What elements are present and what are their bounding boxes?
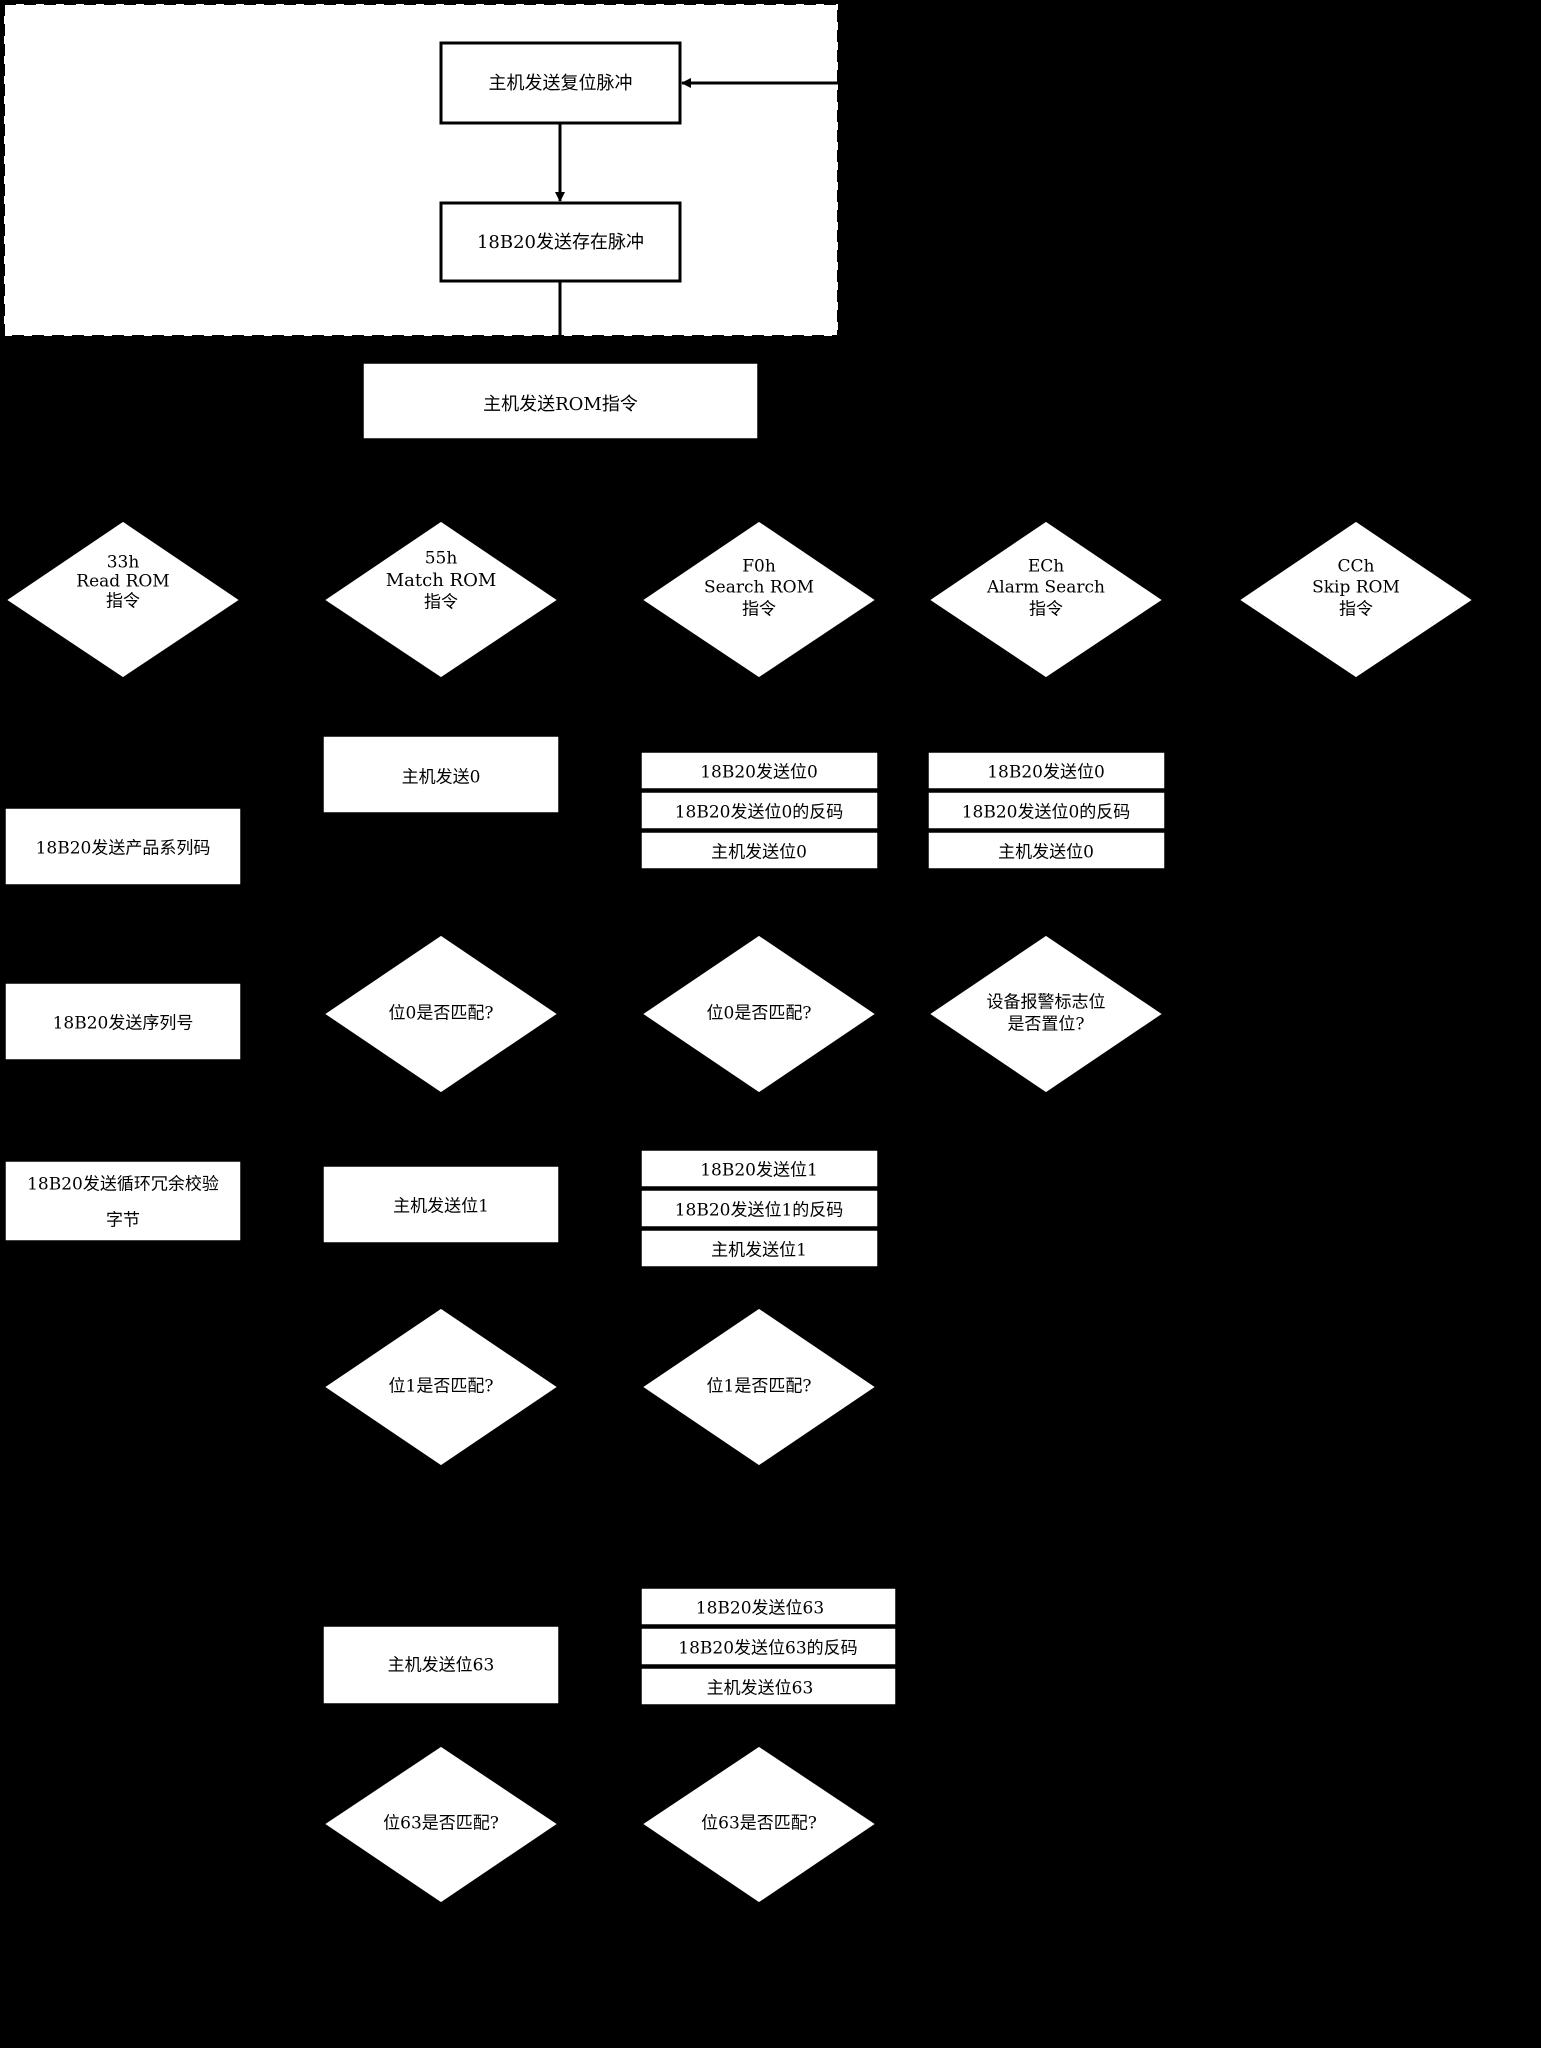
rom-command-label: 主机发送ROM指令 <box>483 394 638 415</box>
alarm-search-code: ECh <box>1028 557 1064 577</box>
search-bit0-send-cell <box>640 751 879 790</box>
decision-skip-rom: CCh Skip ROM 指令 <box>1237 520 1475 679</box>
match-bit1-decision: 位1是否匹配? <box>322 1307 560 1467</box>
read-rom-code: 33h <box>107 553 140 573</box>
presence-pulse-label: 18B20发送存在脉冲 <box>477 232 644 253</box>
alarm-flag-label-line2: 是否置位? <box>1007 1015 1084 1035</box>
read-rom-suffix: 指令 <box>106 592 140 612</box>
search-bit0-label: 位0是否匹配? <box>707 1004 812 1024</box>
initialization-panel <box>3 3 839 337</box>
presence-pulse-node: 18B20发送存在脉冲 <box>439 201 682 283</box>
decision-search-rom: F0h Search ROM 指令 <box>640 520 878 679</box>
search-bit0-decision: 位0是否匹配? <box>640 934 878 1094</box>
alarm-bit0-send: 18B20发送位0 <box>987 763 1105 783</box>
alarm-bit0-complement: 18B20发送位0的反码 <box>962 803 1131 823</box>
search-bit0-group: 18B20发送位0 18B20发送位0的反码 主机发送位0 <box>640 751 879 870</box>
decision-alarm-search: ECh Alarm Search 指令 <box>927 520 1165 679</box>
search-bit0-host-cell <box>640 831 879 870</box>
crc-byte-node: 18B20发送循环冗余校验 字节 <box>4 1160 242 1242</box>
alarm-search-suffix: 指令 <box>1029 600 1063 620</box>
alarm-bit0-send-cell <box>927 751 1166 790</box>
serial-number-label: 18B20发送序列号 <box>53 1014 194 1034</box>
family-code-label: 18B20发送产品系列码 <box>36 839 211 859</box>
skip-rom-name: Skip ROM <box>1312 578 1400 598</box>
skip-rom-suffix: 指令 <box>1339 600 1373 620</box>
search-bit1-host-cell <box>640 1229 879 1268</box>
search-bit1-complement: 18B20发送位1的反码 <box>675 1201 844 1221</box>
alarm-search-name: Alarm Search <box>986 578 1105 598</box>
read-rom-name: Read ROM <box>76 572 169 592</box>
search-bit63-label: 位63是否匹配? <box>701 1814 817 1834</box>
search-bit0-send: 18B20发送位0 <box>700 763 818 783</box>
search-bit1-group: 18B20发送位1 18B20发送位1的反码 主机发送位1 <box>640 1149 879 1268</box>
match-bit0-decision: 位0是否匹配? <box>322 934 560 1094</box>
search-rom-code: F0h <box>742 557 776 577</box>
search-bit63-send: 18B20发送位63 <box>696 1599 824 1619</box>
search-bit63-complement: 18B20发送位63的反码 <box>678 1639 857 1659</box>
match-send-bit1-node: 主机发送位1 <box>322 1165 560 1244</box>
search-bit63-host: 主机发送位63 <box>707 1679 814 1699</box>
decision-read-rom: 33h Read ROM 指令 <box>4 520 242 679</box>
match-rom-suffix: 指令 <box>424 593 458 613</box>
match-rom-code: 55h <box>425 549 458 569</box>
search-bit63-complement-cell <box>640 1627 897 1666</box>
search-rom-name: Search ROM <box>704 578 814 598</box>
search-bit0-complement: 18B20发送位0的反码 <box>675 803 844 823</box>
match-send-bit0-label: 主机发送0 <box>402 768 481 788</box>
search-bit1-label: 位1是否匹配? <box>707 1377 812 1397</box>
alarm-bit0-group: 18B20发送位0 18B20发送位0的反码 主机发送位0 <box>927 751 1166 870</box>
match-rom-name: Match ROM <box>386 570 497 591</box>
match-bit1-label: 位1是否匹配? <box>389 1377 494 1397</box>
skip-rom-code: CCh <box>1338 557 1375 577</box>
crc-byte-label-line2: 字节 <box>106 1211 140 1231</box>
match-bit63-decision: 位63是否匹配? <box>322 1745 560 1904</box>
search-rom-suffix: 指令 <box>742 600 776 620</box>
crc-byte-label-line1: 18B20发送循环冗余校验 <box>27 1175 219 1195</box>
match-send-bit63-node: 主机发送位63 <box>322 1625 560 1705</box>
alarm-bit0-host-cell <box>927 831 1166 870</box>
search-bit63-host-cell <box>640 1667 897 1706</box>
search-bit0-host: 主机发送位0 <box>711 843 807 863</box>
match-bit63-label: 位63是否匹配? <box>383 1814 499 1834</box>
family-code-node: 18B20发送产品系列码 <box>4 807 242 886</box>
search-bit0-complement-cell <box>640 791 879 830</box>
decision-match-rom: 55h Match ROM 指令 <box>322 520 560 679</box>
search-bit1-decision: 位1是否匹配? <box>640 1307 878 1467</box>
match-send-bit0-node: 主机发送0 <box>322 735 560 814</box>
match-bit0-label: 位0是否匹配? <box>389 1004 494 1024</box>
search-bit1-send-cell <box>640 1149 879 1188</box>
match-send-bit1-label: 主机发送位1 <box>393 1197 489 1217</box>
search-bit1-send: 18B20发送位1 <box>700 1161 818 1181</box>
rom-command-node: 主机发送ROM指令 <box>362 362 759 440</box>
search-bit63-send-cell <box>640 1587 897 1626</box>
match-send-bit63-label: 主机发送位63 <box>388 1656 495 1676</box>
reset-pulse-label: 主机发送复位脉冲 <box>489 73 633 94</box>
search-bit63-group: 18B20发送位63 18B20发送位63的反码 主机发送位63 <box>640 1587 897 1706</box>
alarm-bit0-host: 主机发送位0 <box>998 843 1094 863</box>
alarm-flag-label-line1: 设备报警标志位 <box>987 993 1106 1013</box>
search-bit1-complement-cell <box>640 1189 879 1228</box>
search-bit63-decision: 位63是否匹配? <box>640 1745 878 1904</box>
reset-pulse-node: 主机发送复位脉冲 <box>439 41 682 125</box>
alarm-bit0-complement-cell <box>927 791 1166 830</box>
alarm-flag-decision: 设备报警标志位 是否置位? <box>927 934 1165 1094</box>
search-bit1-host: 主机发送位1 <box>711 1241 807 1261</box>
serial-number-node: 18B20发送序列号 <box>4 982 242 1061</box>
